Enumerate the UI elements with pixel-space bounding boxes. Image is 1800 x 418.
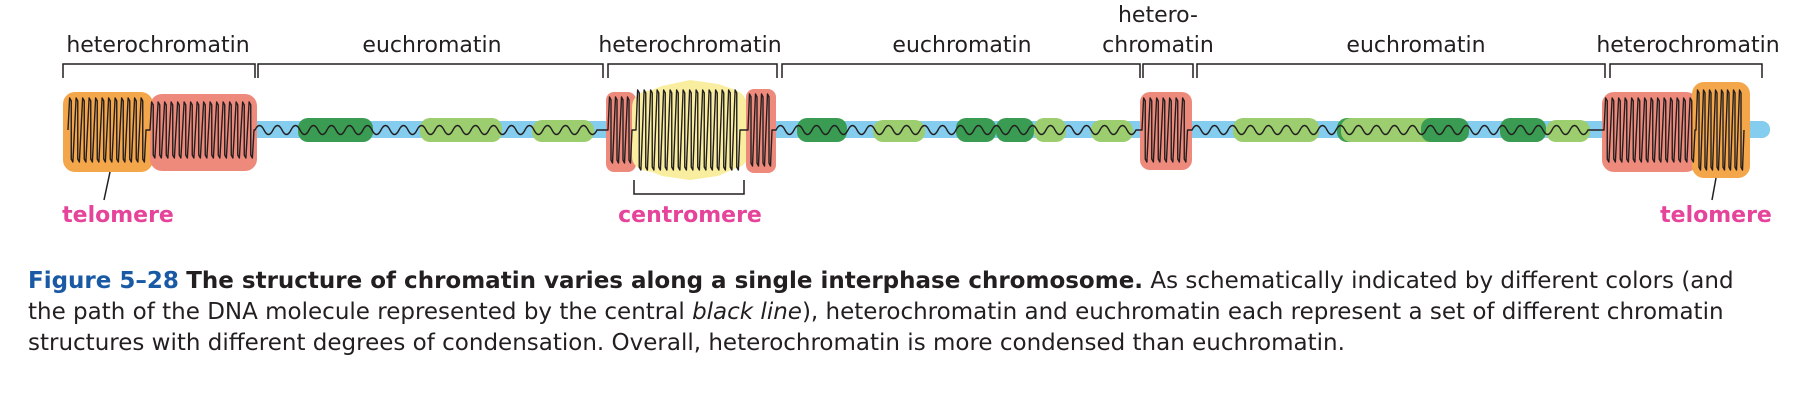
label-heterochromatin-1: heterochromatin xyxy=(66,33,249,58)
label-heterochromatin-3-line2: chromatin xyxy=(1102,33,1214,58)
label-heterochromatin-4: heterochromatin xyxy=(1596,33,1779,58)
caption-text-italic: black line xyxy=(692,299,802,325)
telomere-left-label: telomere xyxy=(62,203,174,228)
euchromatin-segments xyxy=(298,118,1590,142)
figure-title: The structure of chromatin varies along … xyxy=(186,268,1144,294)
telomere-right-label: telomere xyxy=(1660,203,1772,228)
label-euchromatin-3: euchromatin xyxy=(1346,33,1485,58)
region-brackets xyxy=(62,63,1763,78)
annotation-pointers xyxy=(103,171,1717,201)
label-heterochromatin-2: heterochromatin xyxy=(598,33,781,58)
centromere-label: centromere xyxy=(618,203,762,228)
dna-black-line xyxy=(67,89,1745,171)
label-euchromatin-2: euchromatin xyxy=(892,33,1031,58)
chromosome-diagram: heterochromatin euchromatin heterochroma… xyxy=(62,3,1780,228)
caption-text-2: ), heterochromatin and euchromatin each … xyxy=(28,299,1724,356)
figure-caption: Figure 5–28 The structure of chromatin v… xyxy=(28,266,1778,359)
caption-text-1: As schematically indicated by different … xyxy=(28,268,1734,325)
telomere-left-block xyxy=(63,92,153,172)
label-euchromatin-1: euchromatin xyxy=(362,33,501,58)
label-heterochromatin-3-line1: hetero- xyxy=(1118,3,1198,28)
figure-number: Figure 5–28 xyxy=(28,268,179,294)
